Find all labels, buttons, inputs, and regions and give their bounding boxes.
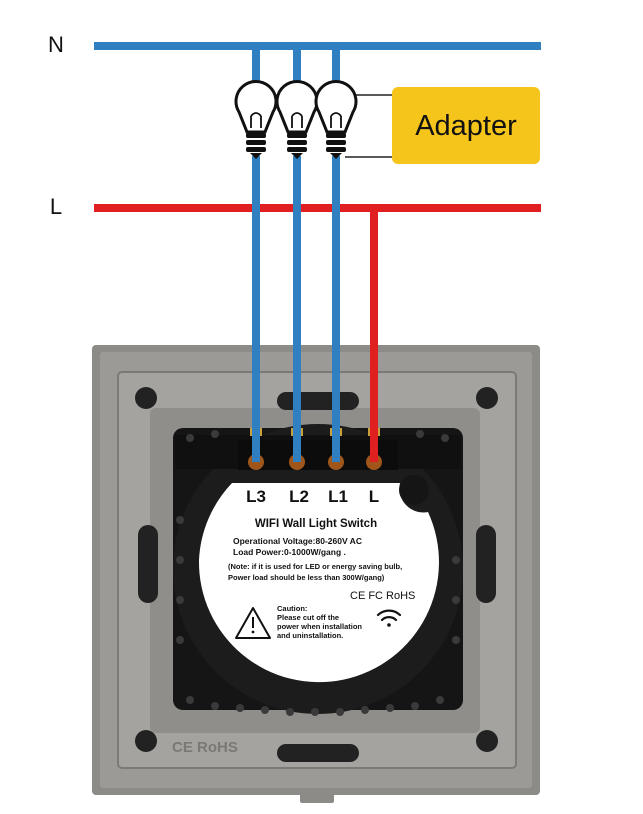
certification-marks: CE FC RoHS [350,590,415,602]
wifi-icon [376,609,402,627]
caution-line-2: power when installation [277,622,362,631]
caution-line-1: Please cut off the [277,613,339,622]
switch-label [198,483,439,683]
spec-load: Load Power:0-1000W/gang . [233,547,346,557]
terminal-label-l3: L3 [246,487,266,506]
caution-line-3: and uninstallation. [277,631,343,640]
caution-title: Caution: [277,604,307,613]
light-bulb-icon [234,80,278,159]
screw-hole [476,730,498,752]
plate-mark: CE RoHS [172,739,238,756]
warning-triangle-icon [235,607,271,639]
light-bulb-icon [275,80,319,159]
adapter-box: Adapter [392,87,540,164]
note-line-1: (Note: if it is used for LED or energy s… [228,562,402,571]
switch-module [173,424,463,716]
note-line-2: Power load should be less than 300W/gang… [228,573,385,582]
mounting-slot [476,525,496,603]
switch-title: WIFI Wall Light Switch [255,518,377,530]
light-bulb-icon [314,80,358,159]
terminal-label-l2: L2 [289,487,309,506]
neutral-terminal-label: N [406,518,418,537]
screw-hole [135,730,157,752]
wires [94,42,541,462]
screw-hole [476,387,498,409]
adapter-label: Adapter [415,110,517,142]
spec-voltage: Operational Voltage:80-260V AC [233,536,362,546]
neutral-line-label: N [48,32,64,57]
terminal-label-l: L [369,487,379,506]
neutral-terminal-hole [399,475,429,505]
mounting-slot [277,744,359,762]
mounting-slot [138,525,158,603]
terminal-label-l1: L1 [328,487,348,506]
label-text: L3 L2 L1 L N WIFI Wall Light Switch Oper… [228,487,418,640]
screw-hole [135,387,157,409]
mounting-slot [277,392,359,410]
live-line-label: L [50,194,62,219]
